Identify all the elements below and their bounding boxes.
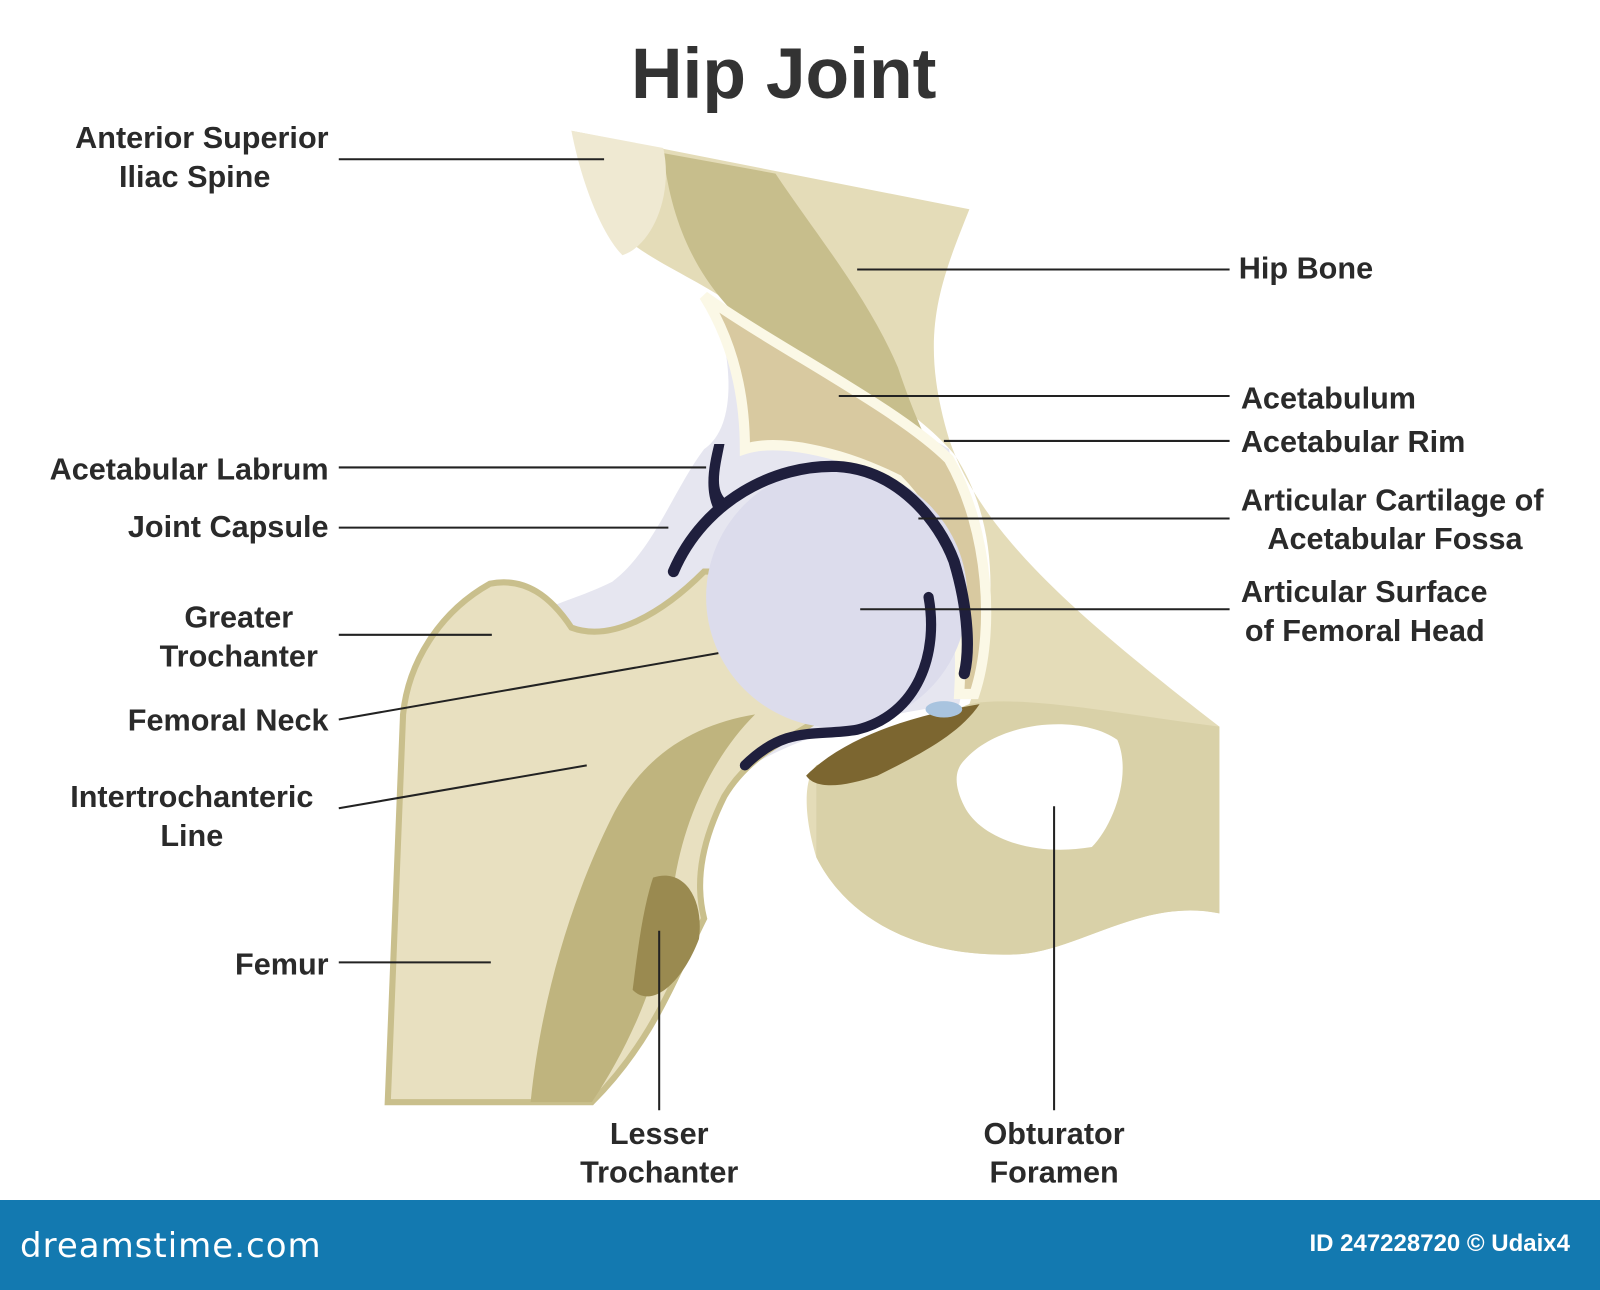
diagram-title: Hip Joint: [631, 34, 936, 114]
label-obturator-2: Foramen: [989, 1156, 1118, 1190]
acetabular-labrum: [708, 443, 727, 511]
label-capsule: Joint Capsule: [128, 510, 329, 544]
footer-bar: dreamstime.com ID 247228720 © Udaix4: [0, 1200, 1600, 1290]
label-greater-1: Greater: [184, 601, 293, 635]
labels: Anterior Superior Iliac Spine Hip Bone A…: [50, 121, 1545, 1190]
label-neck: Femoral Neck: [128, 704, 330, 738]
femur-cortex: [530, 714, 756, 1103]
lesser-trochanter: [632, 875, 700, 997]
label-lesser-2: Trochanter: [580, 1156, 738, 1190]
label-cartilage-2: Acetabular Fossa: [1267, 522, 1523, 556]
brand-logo[interactable]: dreamstime.com: [20, 1226, 322, 1266]
label-surface-1: Articular Surface: [1241, 575, 1488, 609]
label-greater-2: Trochanter: [160, 639, 318, 673]
label-inter-1: Intertrochanteric: [70, 780, 313, 814]
label-lesser-1: Lesser: [610, 1117, 709, 1151]
label-hip-bone: Hip Bone: [1239, 252, 1373, 286]
femoral-head: [706, 466, 968, 728]
label-surface-2: of Femoral Head: [1245, 614, 1485, 648]
obturator-foramen: [956, 724, 1123, 850]
label-inter-2: Line: [160, 819, 223, 853]
label-acetabulum: Acetabulum: [1241, 381, 1416, 415]
label-cartilage-1: Articular Cartilage of: [1241, 483, 1545, 517]
cartilage-outline: [667, 460, 973, 680]
image-credit: ID 247228720 © Udaix4: [1309, 1230, 1570, 1257]
label-labrum: Acetabular Labrum: [50, 453, 329, 487]
label-femur: Femur: [235, 948, 329, 982]
label-asis-2: Iliac Spine: [119, 160, 270, 194]
label-obturator-1: Obturator: [984, 1117, 1125, 1151]
leader-lines: [338, 158, 1230, 1111]
ligament-blue: [925, 701, 963, 718]
asis-bulge: [571, 130, 666, 256]
pubis-dark-band: [806, 704, 980, 786]
femoral-head-outline: [739, 591, 937, 771]
label-asis-1: Anterior Superior: [75, 121, 328, 155]
label-acetabular-rim: Acetabular Rim: [1241, 425, 1466, 459]
